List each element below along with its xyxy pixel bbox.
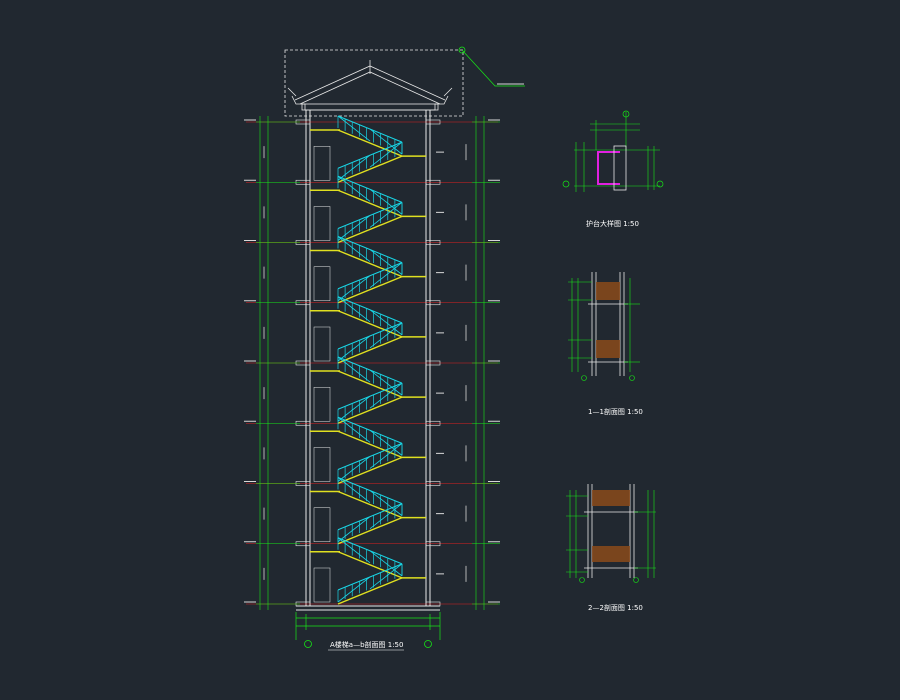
roof-callout-leader xyxy=(461,49,525,87)
bottom-dimension xyxy=(295,612,441,640)
door xyxy=(313,326,331,362)
door xyxy=(313,567,331,603)
section-1-title: 1—1剖面图 1:50 xyxy=(588,407,643,416)
slab-right xyxy=(425,179,441,185)
brace xyxy=(337,516,371,543)
brace xyxy=(369,563,403,590)
main-stair-section: A楼梯a—b剖面图 1:50 xyxy=(244,46,525,651)
brace xyxy=(369,249,403,275)
door xyxy=(313,507,331,542)
door xyxy=(313,266,331,301)
brace xyxy=(369,128,403,155)
brace xyxy=(337,154,371,181)
brace xyxy=(337,456,371,482)
roof xyxy=(287,60,453,111)
brace xyxy=(337,416,371,443)
brace xyxy=(369,262,403,289)
door xyxy=(313,387,331,422)
walls xyxy=(296,110,440,611)
stair-stringer xyxy=(337,516,403,545)
stair-stringer xyxy=(337,396,403,424)
brace xyxy=(337,395,371,422)
stair-stringer xyxy=(337,275,403,304)
section-2-2: 2—2剖面图 1:50 xyxy=(566,484,656,612)
stair-stringer xyxy=(337,215,403,244)
stair-stringer xyxy=(337,456,403,485)
roof-detail-box xyxy=(284,49,464,117)
stair-stringer xyxy=(337,490,403,519)
slab-right xyxy=(425,300,441,306)
slab-right xyxy=(425,420,441,426)
stair-stringer xyxy=(337,577,403,605)
brace xyxy=(337,275,371,302)
brace xyxy=(337,335,371,362)
brace xyxy=(369,429,403,456)
stair-stringer xyxy=(337,430,403,459)
timber-rail-2 xyxy=(596,340,620,358)
stair-stringer xyxy=(337,336,403,364)
timber-rail-4 xyxy=(592,546,630,562)
stair-stringer xyxy=(337,189,403,218)
section-1-1: 1—1剖面图 1:50 xyxy=(568,272,643,416)
stair-stringer xyxy=(337,129,403,157)
slab-right xyxy=(425,601,441,607)
brace xyxy=(369,369,403,396)
section-2-title: 2—2剖面图 1:50 xyxy=(588,603,643,612)
roof-callout-marker xyxy=(458,46,466,54)
brace xyxy=(337,215,371,241)
brace xyxy=(369,490,403,516)
brace xyxy=(337,175,371,202)
door xyxy=(313,447,331,482)
timber-rail-1 xyxy=(596,282,620,300)
stair-stringer xyxy=(337,249,403,278)
slab-right xyxy=(425,541,441,547)
brace xyxy=(337,296,371,323)
brace xyxy=(337,115,371,142)
stair-flights xyxy=(310,115,426,605)
slab-right xyxy=(425,240,441,245)
brace xyxy=(337,576,371,603)
brace xyxy=(369,141,403,168)
brace xyxy=(337,236,371,262)
detail-plan: 护台大样图 1:50 xyxy=(562,110,664,228)
brace xyxy=(369,550,403,577)
axis-marker-a xyxy=(304,640,312,648)
guard-outline xyxy=(597,151,620,185)
brace xyxy=(369,188,403,215)
brace xyxy=(369,309,403,336)
stair-stringer xyxy=(337,551,403,579)
brace xyxy=(369,202,403,228)
timber-rail-3 xyxy=(592,490,630,506)
brace xyxy=(369,382,403,409)
stair-stringer xyxy=(337,370,403,398)
slab-right xyxy=(425,119,441,125)
axis-marker-b xyxy=(424,640,432,648)
stair-stringer xyxy=(337,310,403,338)
slab-right xyxy=(425,481,441,486)
brace xyxy=(369,443,403,469)
slab-right xyxy=(425,360,441,366)
stair-stringer xyxy=(337,155,403,183)
brace xyxy=(337,477,371,503)
brace xyxy=(337,537,371,564)
door xyxy=(313,146,331,181)
dimension-lines xyxy=(244,116,500,610)
brace xyxy=(337,356,371,383)
door xyxy=(313,206,331,241)
brace xyxy=(369,322,403,349)
main-section-title: A楼梯a—b剖面图 1:50 xyxy=(330,640,403,649)
floor-levels xyxy=(246,119,498,607)
detail-plan-title: 护台大样图 1:50 xyxy=(586,219,639,228)
brace xyxy=(369,503,403,530)
